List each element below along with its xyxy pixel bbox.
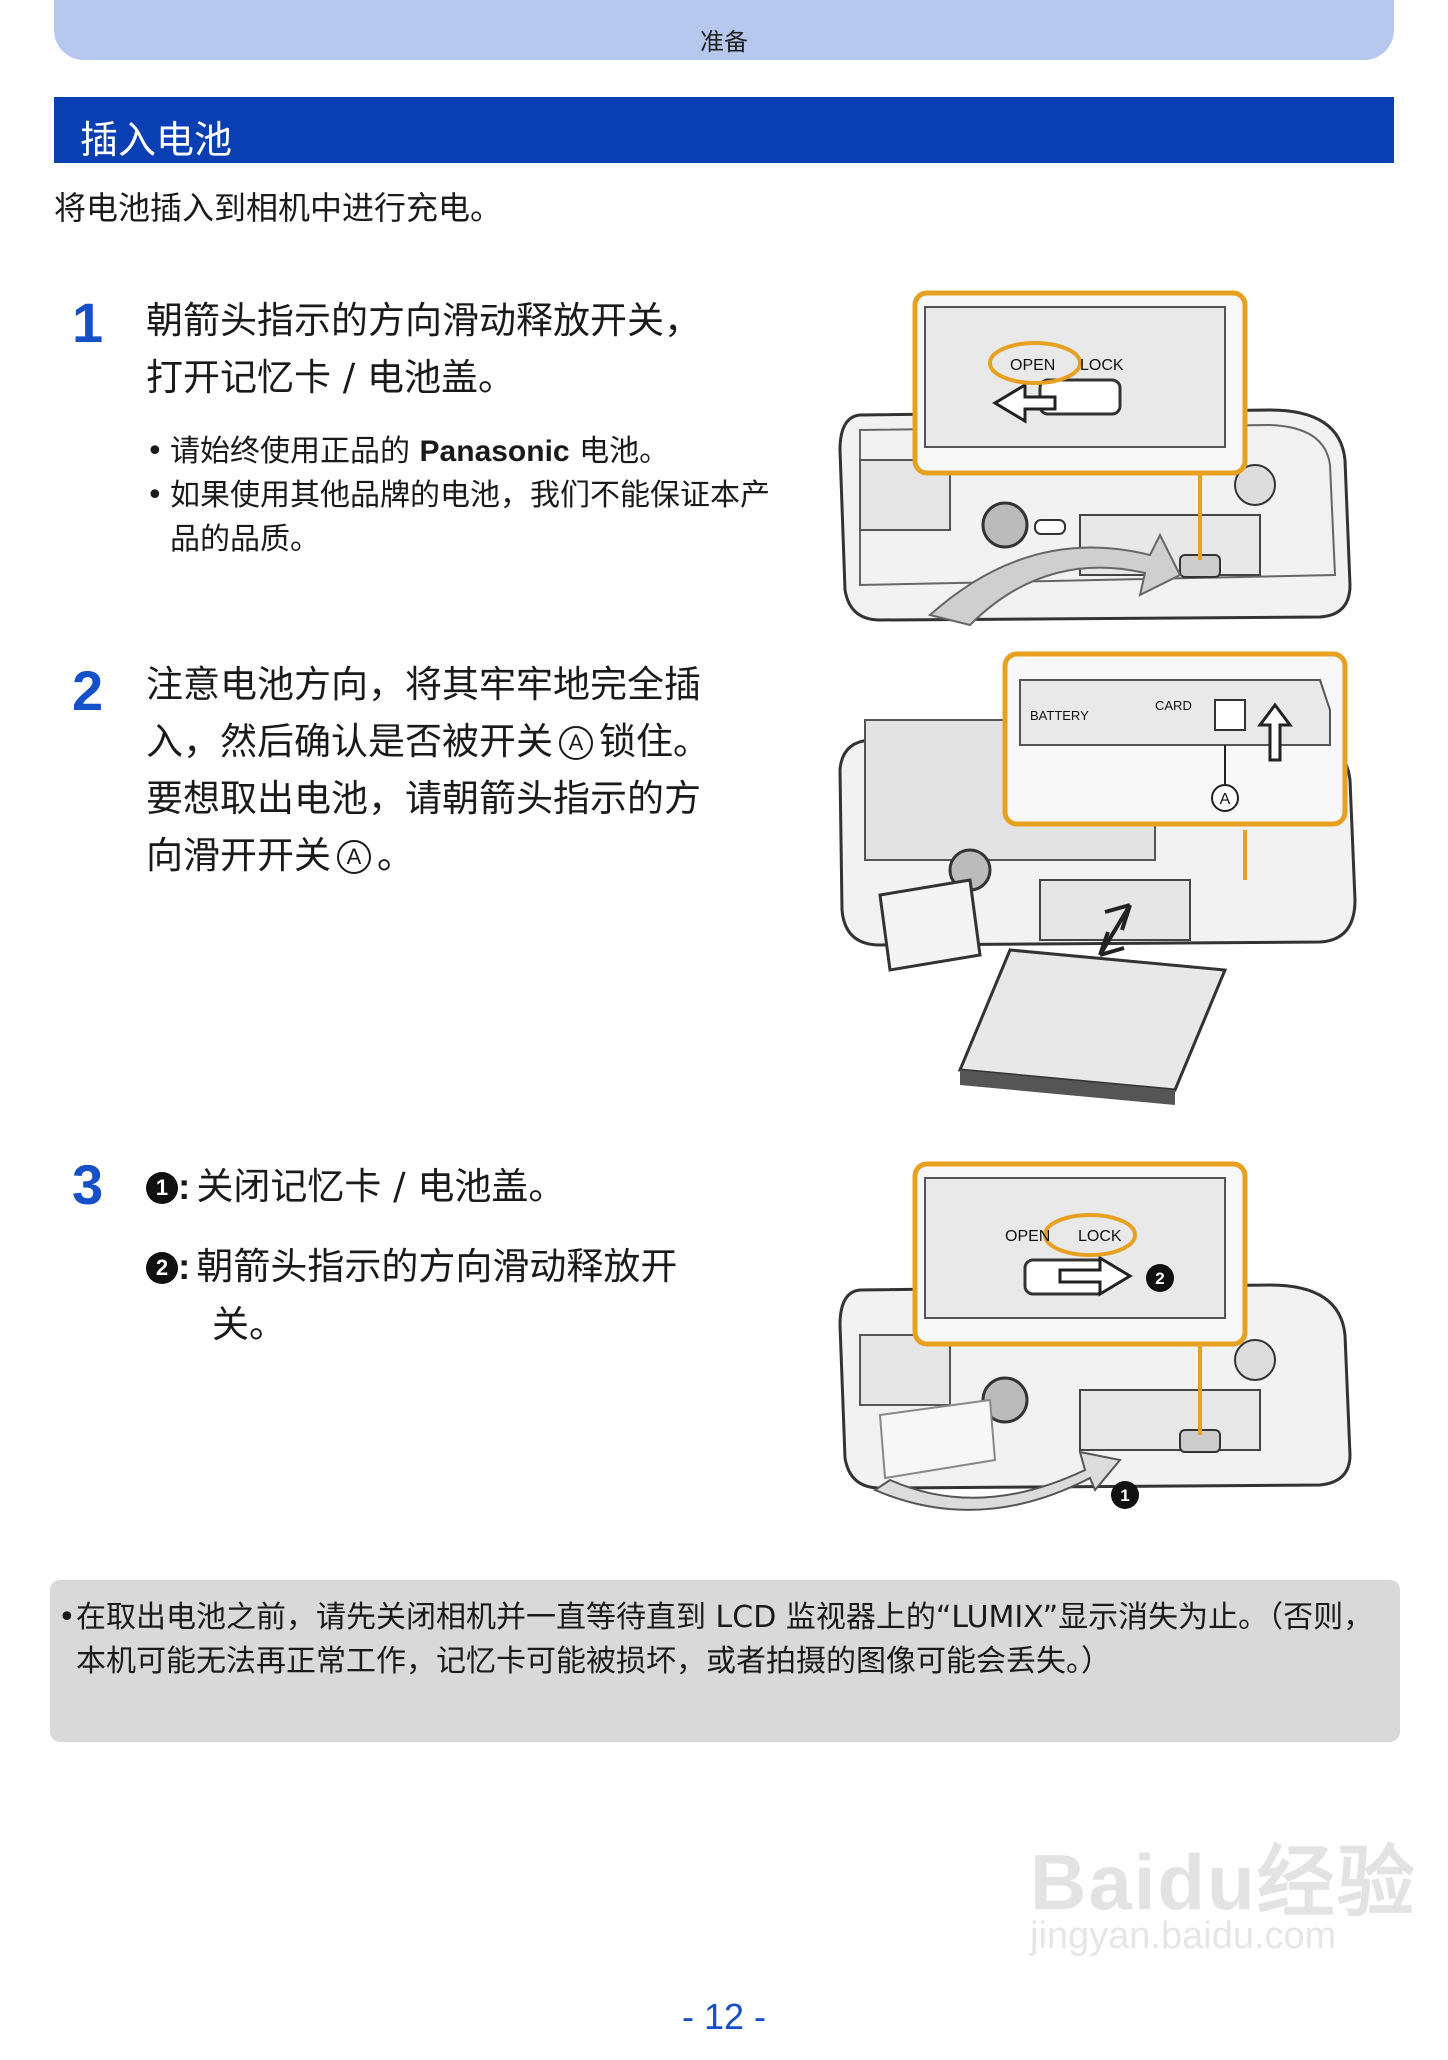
- marker-a-icon: A: [337, 840, 371, 874]
- lock-label: LOCK: [1078, 1228, 1122, 1245]
- marker-a-icon: [1211, 784, 1239, 812]
- step-2-line-2b: 锁住。: [599, 720, 710, 763]
- close-cover-illustration: 1 2 OPEN LOCK: [838, 1161, 1352, 1511]
- card-label: CARD: [1155, 698, 1192, 713]
- battery-lock-switch: [1214, 699, 1246, 731]
- bullet-item: • 请始终使用正品的 Panasonic 电池。: [146, 430, 786, 474]
- page-number: - 12 -: [681, 1996, 767, 2037]
- insert-battery-illustration: A BATTERY CARD: [838, 651, 1357, 1105]
- arrow-left-icon: [992, 382, 1057, 424]
- step-1-number: 1: [72, 291, 104, 354]
- step-2-line-4b: 。: [377, 834, 414, 877]
- chapter-title: 准备: [700, 28, 748, 56]
- chapter-header-tab: 准备: [54, 0, 1394, 60]
- baidu-watermark-url: jingyan.baidu.com: [1030, 1915, 1337, 1957]
- step-1-line-1: 朝箭头指示的方向滑动释放开关，: [146, 299, 701, 342]
- tripod-socket: [981, 501, 1029, 549]
- svg-text:A: A: [1220, 791, 1231, 808]
- step-3-text: 1:关闭记忆卡 / 电池盖。 2:朝箭头指示的方向滑动释放开 关。: [146, 1158, 786, 1354]
- open-cover: [878, 878, 982, 972]
- step-marker-1-icon: [1111, 1481, 1139, 1509]
- bullet-text: 请始终使用正品的: [170, 434, 420, 469]
- step-3-marker-1-icon: 1: [146, 1172, 178, 1204]
- step-1-bullets: • 请始终使用正品的 Panasonic 电池。 • 如果使用其他品牌的电池，我…: [146, 430, 786, 562]
- bullet-text: 电池。: [569, 434, 670, 469]
- caution-note-box: • 在取出电池之前，请先关闭相机并一直等待直到 LCD 监视器上的“LUMIX”…: [50, 1580, 1400, 1742]
- marker-a-icon: A: [559, 726, 593, 760]
- open-label: OPEN: [1005, 1228, 1050, 1245]
- step-2-line-1: 注意电池方向，将其牢牢地完全插: [146, 663, 701, 706]
- step-1-text: 朝箭头指示的方向滑动释放开关， 打开记忆卡 / 电池盖。: [146, 292, 786, 406]
- lock-label: LOCK: [1080, 357, 1124, 374]
- battery-label: BATTERY: [1030, 708, 1089, 723]
- arrow-right-icon: [1058, 1255, 1133, 1297]
- svg-text:2: 2: [1155, 1269, 1164, 1288]
- open-cover-illustration: OPEN LOCK: [838, 290, 1352, 627]
- step-1-line-2: 打开记忆卡 / 电池盖。: [146, 356, 515, 399]
- open-label: OPEN: [1010, 357, 1055, 374]
- brand-name: Panasonic: [419, 435, 570, 468]
- bullet-text: 如果使用其他品牌的电池，我们不能保证本产品的品质。: [170, 478, 770, 557]
- step-2-line-2a: 入，然后确认是否被开关: [146, 720, 553, 763]
- intro-text: 将电池插入到相机中进行充电。: [54, 189, 503, 227]
- bullet-item: • 如果使用其他品牌的电池，我们不能保证本产品的品质。: [146, 474, 786, 562]
- step-2-number: 2: [72, 659, 104, 722]
- caution-note-text: 在取出电池之前，请先关闭相机并一直等待直到 LCD 监视器上的“LUMIX”显示…: [76, 1600, 1374, 1679]
- step-marker-2-icon: [1146, 1264, 1174, 1292]
- step-3-number: 3: [72, 1153, 104, 1216]
- bullet-dot-icon: •: [58, 1600, 76, 1635]
- battery: [957, 948, 1228, 1092]
- insert-arrow-icon: [1098, 903, 1132, 957]
- bullet-dot-icon: •: [146, 478, 164, 513]
- step-3-sub-1-text: 关闭记忆卡 / 电池盖。: [196, 1165, 566, 1208]
- arrow-up-icon: [1257, 702, 1293, 762]
- step-3-sub-2-text: 朝箭头指示的方向滑动释放开: [196, 1245, 678, 1288]
- section-title: 插入电池: [80, 118, 233, 162]
- step-3-sub-2-text-cont: 关。: [212, 1303, 286, 1346]
- close-arrow-icon: [872, 1450, 1122, 1511]
- step-2-line-4a: 向滑开开关: [146, 834, 331, 877]
- step-3-marker-2-icon: 2: [146, 1252, 178, 1284]
- svg-text:1: 1: [1120, 1486, 1129, 1505]
- baidu-watermark-logo: Baidu经验: [1030, 1838, 1417, 1926]
- section-title-bar: 插入电池: [54, 97, 1394, 163]
- bullet-dot-icon: •: [146, 434, 164, 469]
- step-2-line-3: 要想取出电池，请朝箭头指示的方: [146, 777, 701, 820]
- caution-note: • 在取出电池之前，请先关闭相机并一直等待直到 LCD 监视器上的“LUMIX”…: [58, 1596, 1388, 1684]
- rotate-arrow-icon: [927, 532, 1182, 627]
